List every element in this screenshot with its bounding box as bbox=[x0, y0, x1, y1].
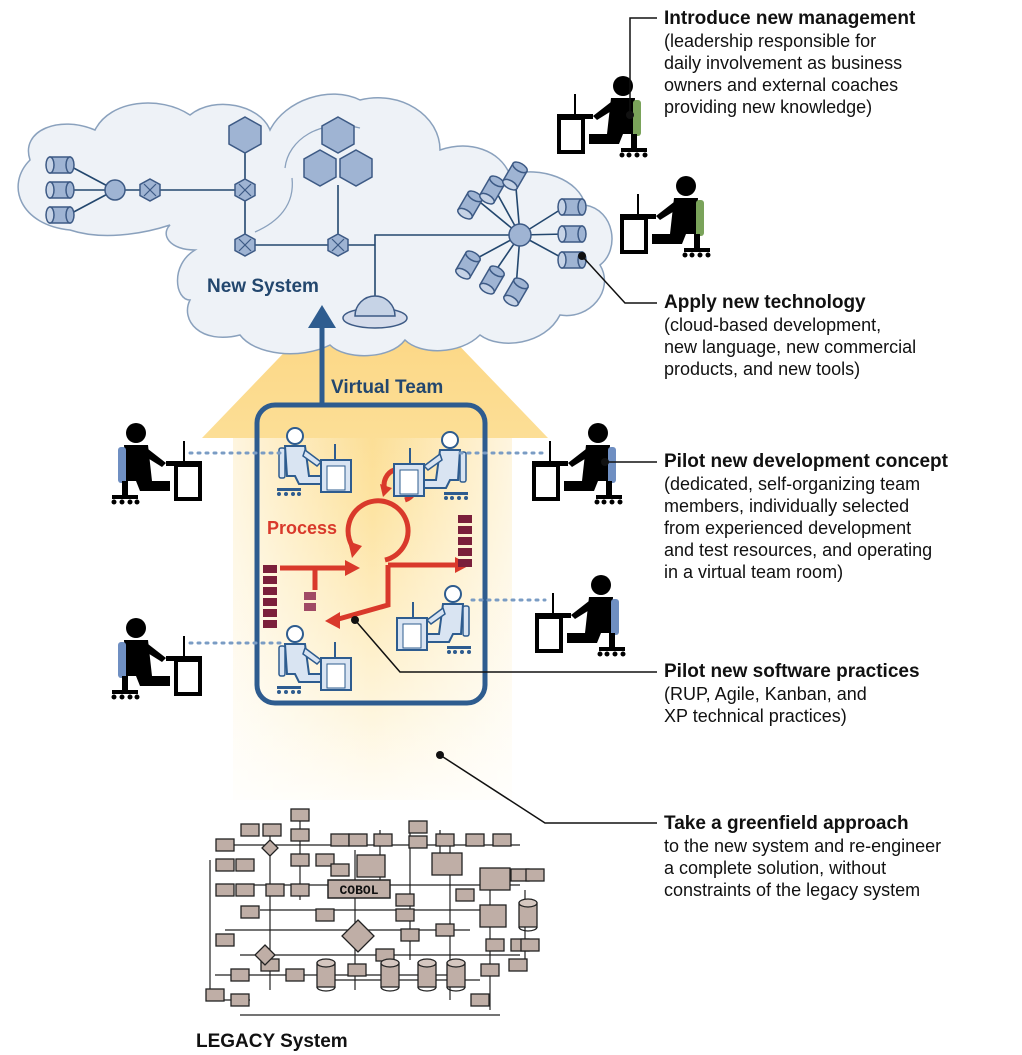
kanban-bars bbox=[263, 515, 472, 628]
callout-practices: Pilot new software practices (RUP, Agile… bbox=[664, 661, 1014, 727]
legacy-label: LEGACY System bbox=[196, 1031, 348, 1052]
callout-desc: (RUP, Agile, Kanban, and XP technical pr… bbox=[664, 684, 867, 726]
callout-desc: (leadership responsible for daily involv… bbox=[664, 31, 903, 117]
callout-desc: (dedicated, self-organizing team members… bbox=[664, 474, 933, 582]
callout-desc: to the new system and re-engineer a comp… bbox=[664, 836, 942, 900]
legacy-blocks bbox=[205, 808, 545, 1007]
up-arrow bbox=[308, 305, 336, 405]
callout-leaders bbox=[354, 17, 657, 824]
dotted-connectors bbox=[188, 451, 547, 645]
callout-concept: Pilot new development concept (dedicated… bbox=[664, 451, 1014, 583]
virtual-team-label: Virtual Team bbox=[331, 377, 443, 398]
process-label: Process bbox=[267, 518, 337, 538]
callout-desc: (cloud-based development, new language, … bbox=[664, 315, 917, 379]
callout-title: Pilot new software practices bbox=[664, 661, 920, 682]
virtual-team-box bbox=[254, 402, 488, 706]
callout-title: Pilot new development concept bbox=[664, 451, 948, 472]
cloud-nodes bbox=[45, 116, 587, 329]
callout-technology: Apply new technology (cloud-based develo… bbox=[664, 292, 1014, 380]
callout-management: Introduce new management (leadership res… bbox=[664, 8, 1014, 118]
legacy-system bbox=[205, 808, 545, 1016]
callout-title: Apply new technology bbox=[664, 292, 866, 313]
leader-dots bbox=[351, 111, 634, 759]
callout-title: Take a greenfield approach bbox=[664, 813, 909, 834]
process-flow bbox=[280, 466, 455, 623]
new-system-label: New System bbox=[207, 276, 319, 297]
cobol-label: COBOL bbox=[339, 883, 378, 898]
callout-title: Introduce new management bbox=[664, 8, 916, 29]
callout-greenfield: Take a greenfield approach to the new sy… bbox=[664, 813, 1014, 901]
cloud bbox=[17, 93, 613, 357]
